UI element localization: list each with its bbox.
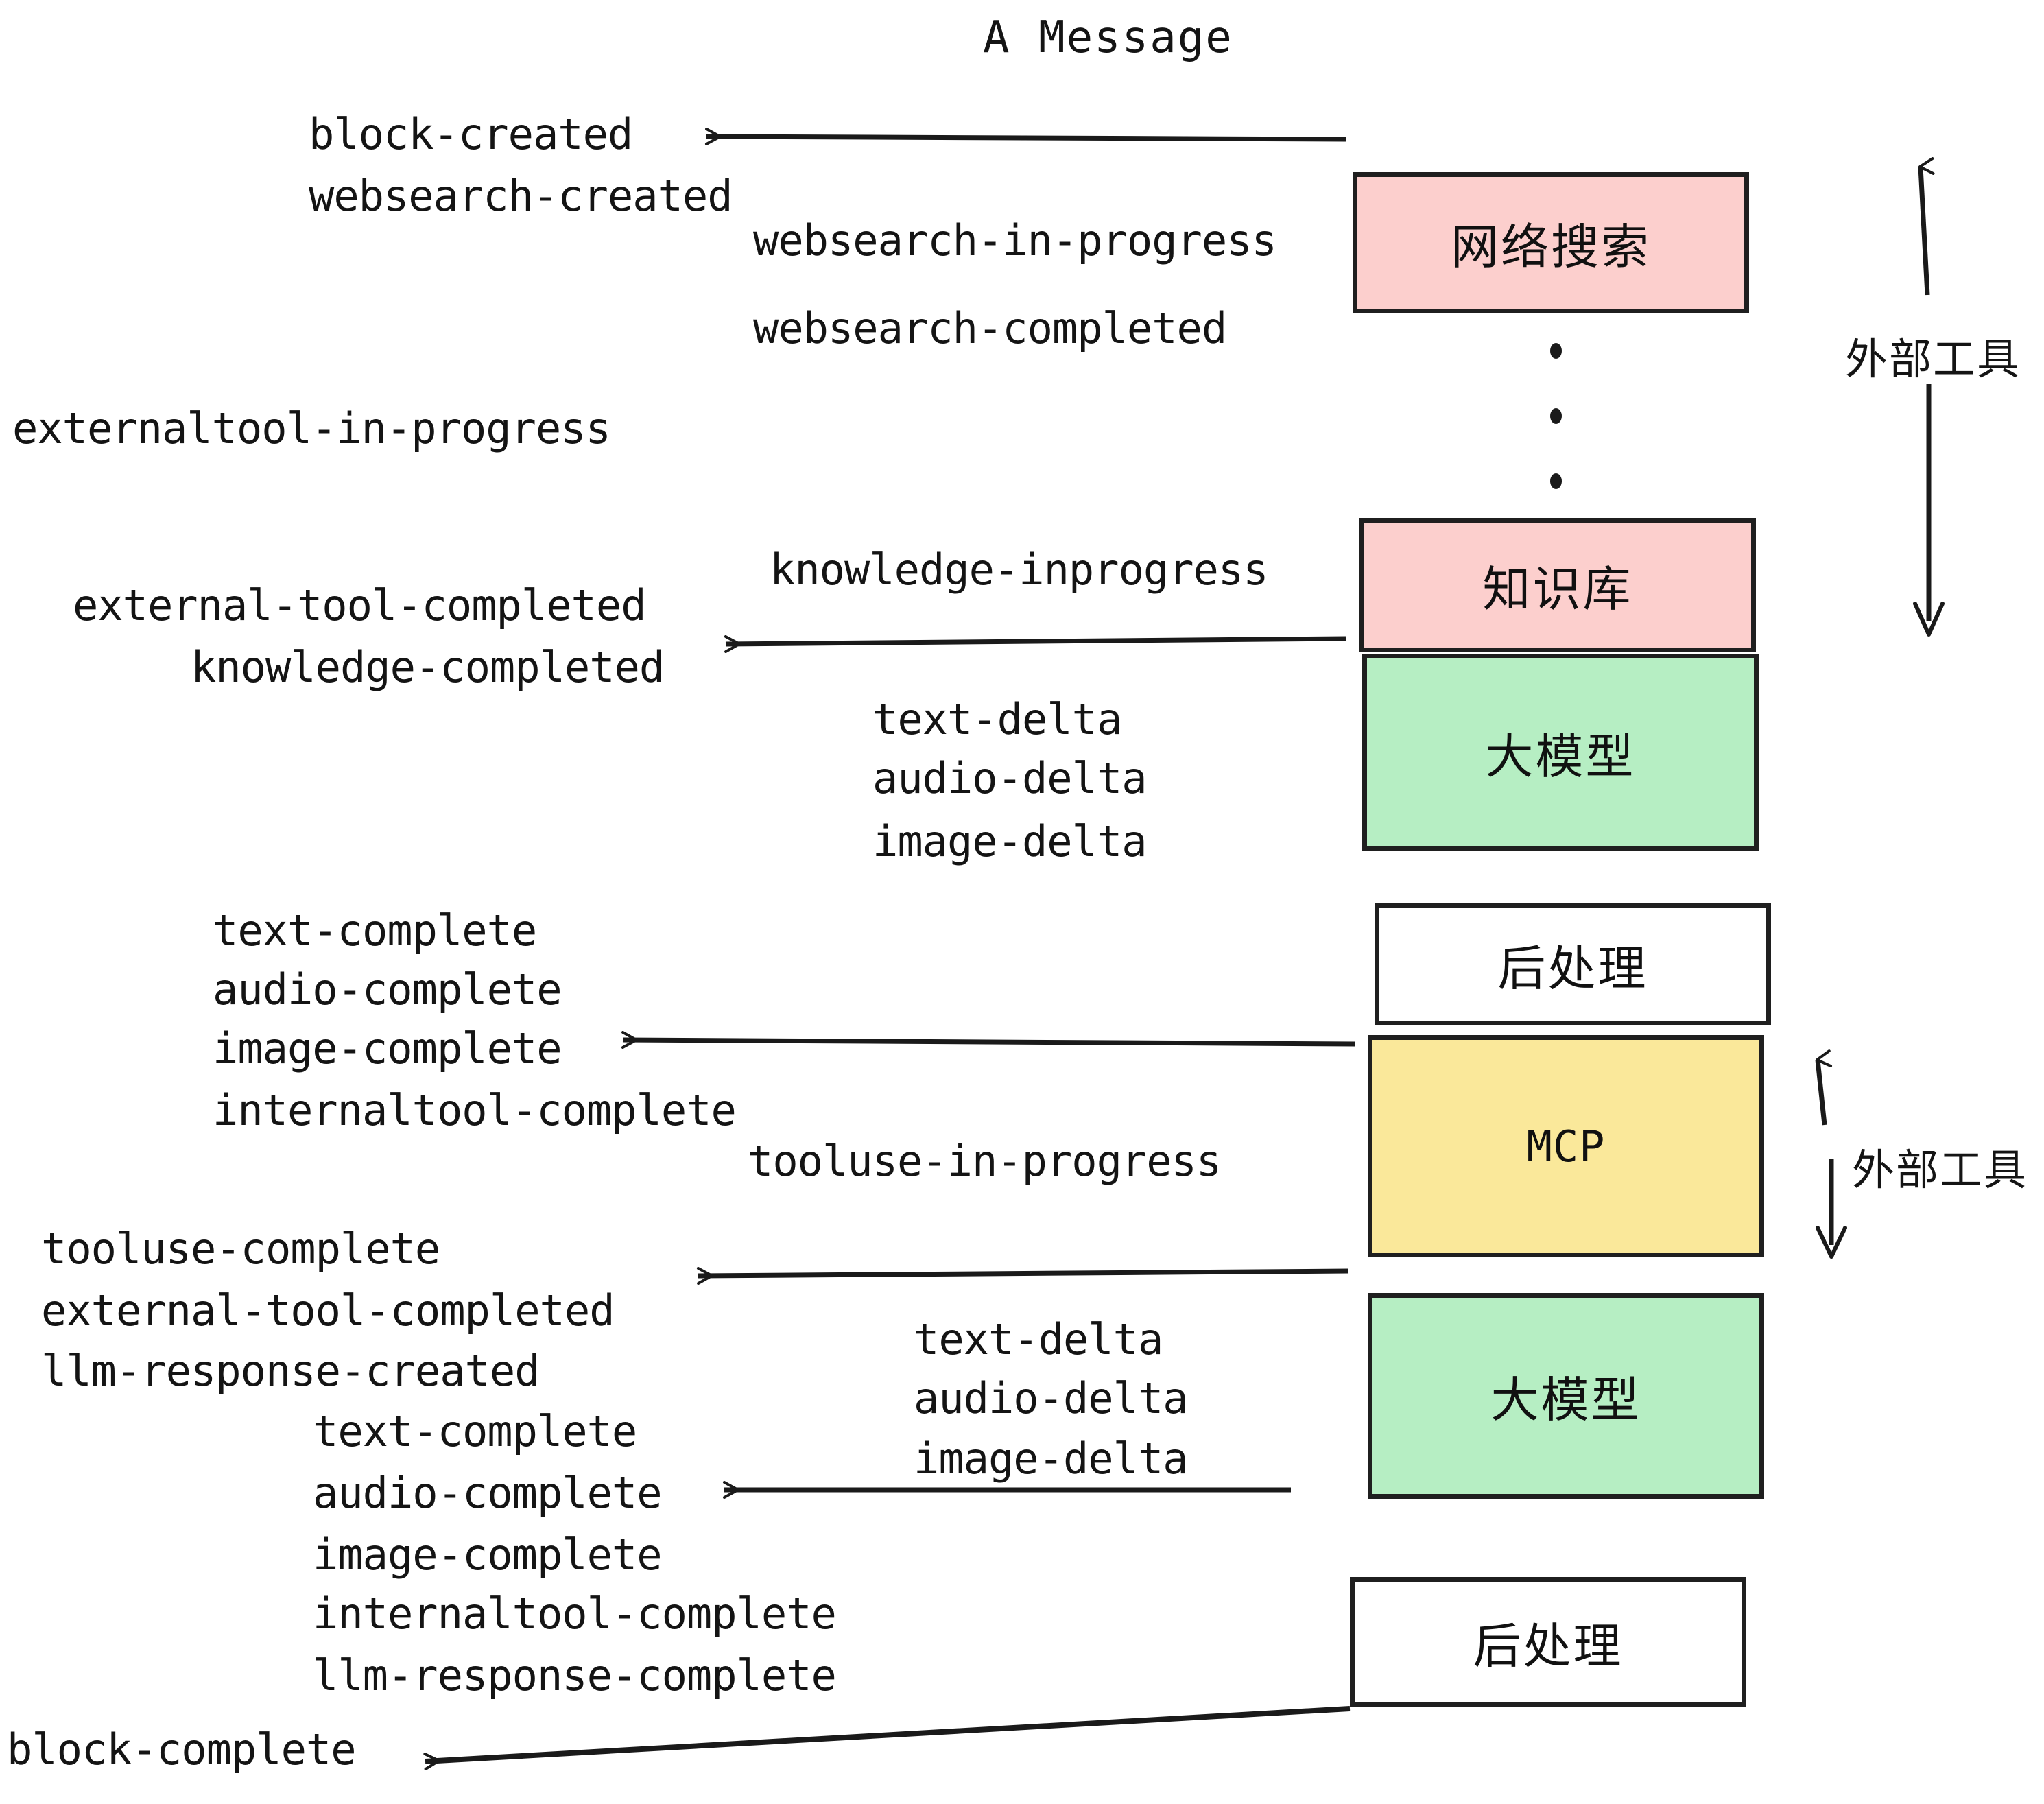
event-audio-delta-2: audio-delta <box>914 1373 1189 1423</box>
node-label: MCP <box>1526 1121 1606 1172</box>
arrow-tooluse-complete <box>696 1267 1349 1285</box>
node-label: 大模型 <box>1485 728 1636 785</box>
node-knowledge-base[interactable]: 知识库 <box>1359 518 1756 652</box>
event-text-complete-2: text-complete <box>313 1406 637 1456</box>
event-text-complete-1: text-complete <box>213 905 537 956</box>
node-websearch[interactable]: 网络搜索 <box>1353 172 1749 313</box>
event-text-delta-1: text-delta <box>872 694 1122 744</box>
event-websearch-in-progress: websearch-in-progress <box>753 215 1277 265</box>
node-postprocess-first[interactable]: 后处理 <box>1375 903 1771 1025</box>
event-externaltool-in-progress: externaltool-in-progress <box>12 403 611 453</box>
node-llm-second[interactable]: 大模型 <box>1368 1293 1764 1499</box>
event-external-tool-completed-2: external-tool-completed <box>41 1285 615 1336</box>
bracket-top-down-arrowhead <box>1913 602 1945 637</box>
event-websearch-completed: websearch-completed <box>753 303 1227 353</box>
arrow-image-complete <box>621 1031 1356 1049</box>
event-tooluse-complete: tooluse-complete <box>41 1224 440 1274</box>
arrow-block-complete <box>423 1706 1351 1770</box>
event-image-delta-2: image-delta <box>914 1434 1189 1484</box>
node-label: 知识库 <box>1482 560 1633 617</box>
arrow-block-created <box>704 128 1346 145</box>
ellipsis-dot <box>1549 473 1562 489</box>
event-audio-complete-2: audio-complete <box>313 1468 663 1518</box>
ellipsis-dot <box>1549 408 1562 424</box>
event-internaltool-complete-1: internaltool-complete <box>213 1085 737 1135</box>
event-external-tool-completed-1: external-tool-completed <box>73 580 647 630</box>
event-text-delta-2: text-delta <box>914 1314 1163 1364</box>
event-llm-response-created: llm-response-created <box>41 1346 540 1396</box>
event-internaltool-complete-2: internaltool-complete <box>313 1589 837 1639</box>
vertical-ellipsis-icon <box>1549 343 1562 489</box>
node-llm-first[interactable]: 大模型 <box>1362 654 1759 851</box>
event-image-complete-1: image-complete <box>213 1023 562 1073</box>
node-label: 大模型 <box>1490 1371 1641 1428</box>
bracket-bottom-down-arrowhead <box>1816 1226 1847 1259</box>
ellipsis-dot <box>1549 343 1562 359</box>
event-llm-response-complete: llm-response-complete <box>313 1650 837 1700</box>
arrow-knowledge-completed <box>724 635 1346 653</box>
external-tool-label-bottom: 外部工具 <box>1852 1145 2028 1195</box>
event-knowledge-inprogress: knowledge-inprogress <box>770 545 1269 595</box>
node-postprocess-second[interactable]: 后处理 <box>1350 1577 1746 1707</box>
node-mcp[interactable]: MCP <box>1368 1035 1764 1257</box>
page-title: A Message <box>983 12 1233 63</box>
event-tooluse-in-progress: tooluse-in-progress <box>748 1136 1222 1186</box>
event-block-complete: block-complete <box>7 1724 357 1775</box>
event-audio-complete-1: audio-complete <box>213 964 562 1014</box>
event-websearch-created: websearch-created <box>309 171 733 221</box>
event-knowledge-completed: knowledge-completed <box>191 642 665 692</box>
node-label: 网络搜索 <box>1451 218 1651 275</box>
node-label: 后处理 <box>1497 940 1648 997</box>
event-image-complete-2: image-complete <box>313 1530 663 1580</box>
bracket-top-up-arrow <box>1918 157 1935 296</box>
external-tool-label-top: 外部工具 <box>1845 334 2021 384</box>
event-block-created: block-created <box>309 109 633 159</box>
bracket-bottom-up-arrow <box>1815 1049 1833 1126</box>
node-label: 后处理 <box>1473 1617 1624 1674</box>
event-image-delta-1: image-delta <box>872 816 1148 866</box>
event-audio-delta-1: audio-delta <box>872 753 1148 803</box>
